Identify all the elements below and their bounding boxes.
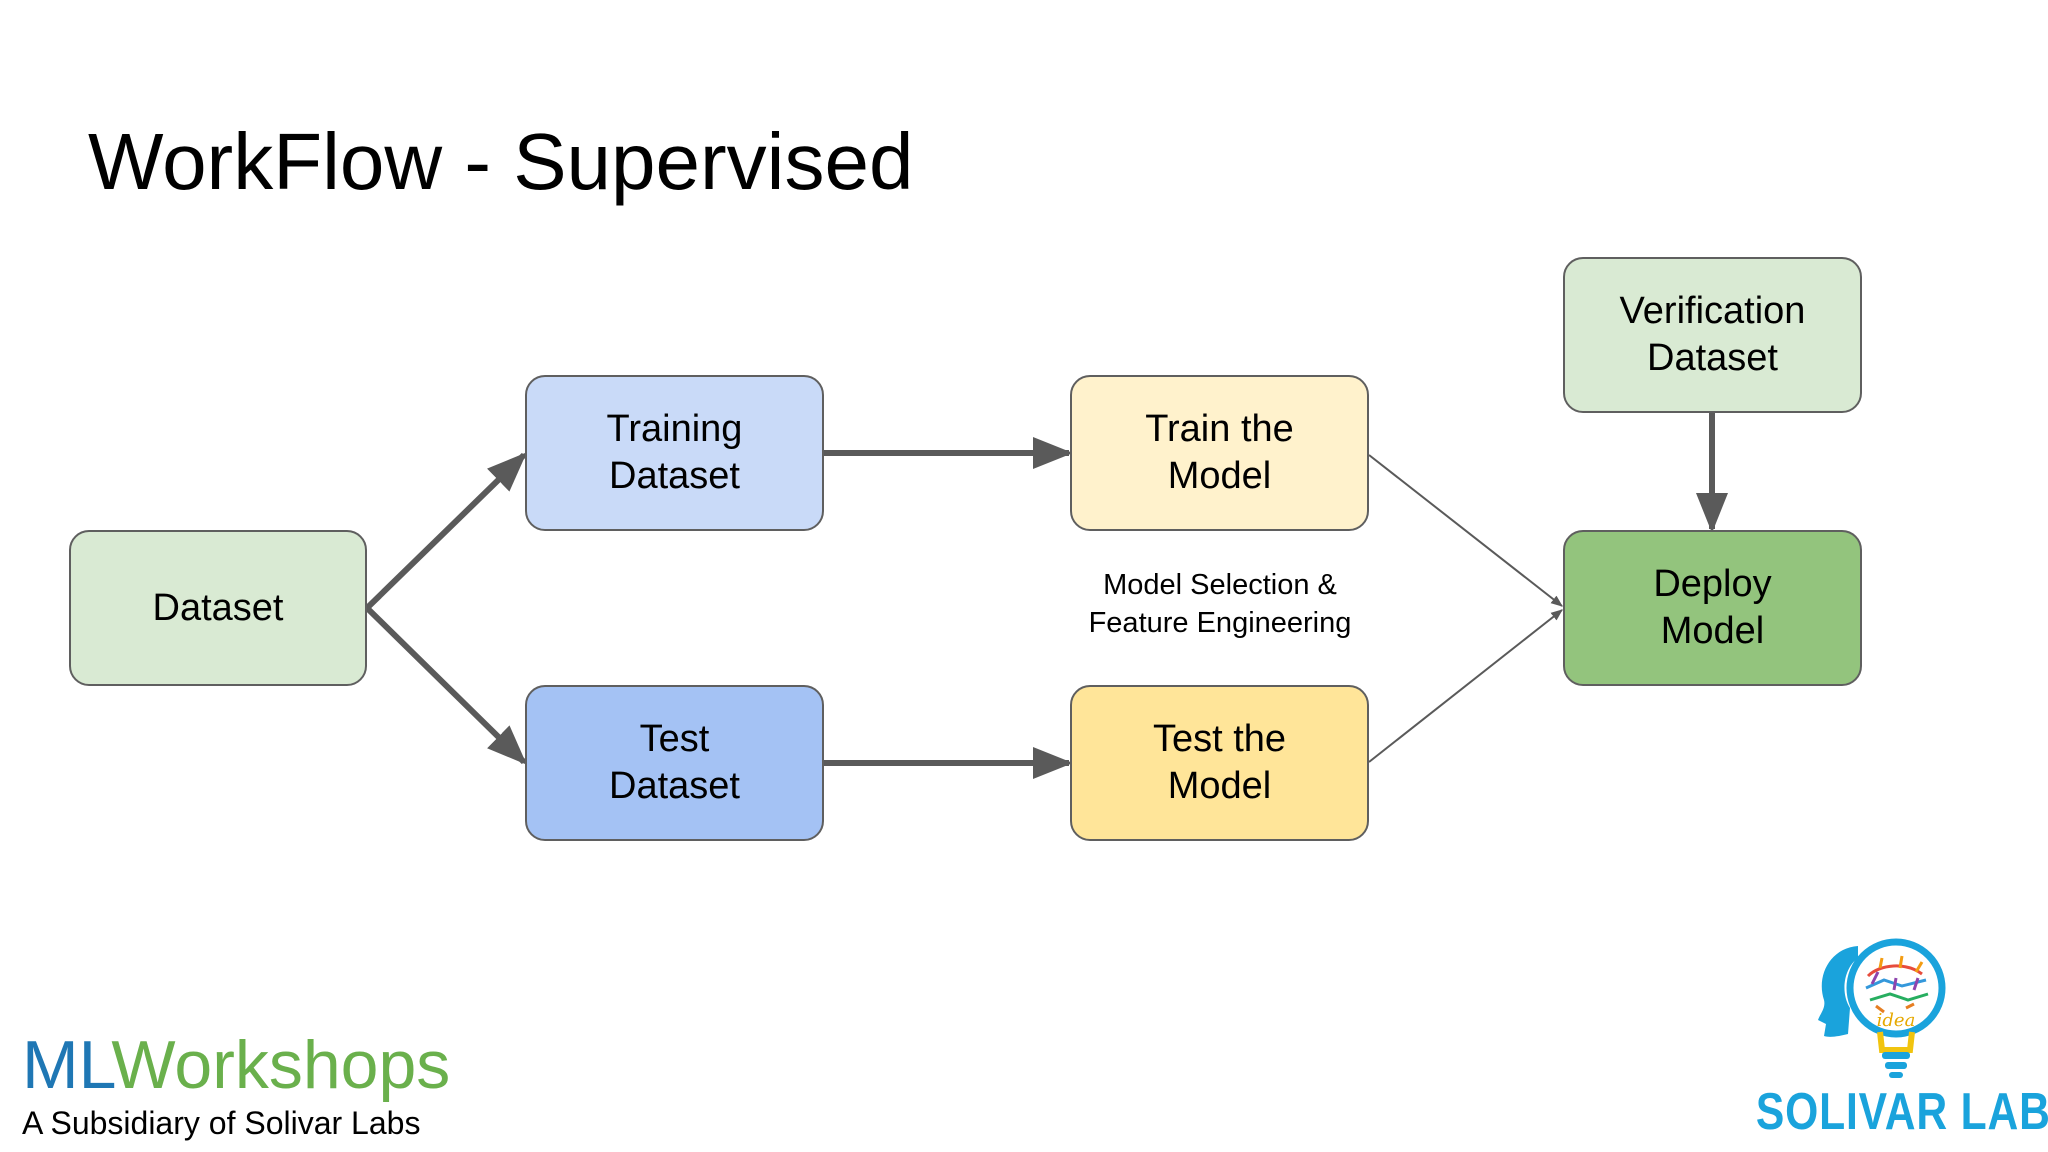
node-train-model: Train the Model <box>1070 375 1369 531</box>
node-test-model-line-1: Test the <box>1152 718 1287 760</box>
node-deploy-model-line-2: Model <box>1660 610 1765 652</box>
node-test-model: Test the Model <box>1070 685 1369 841</box>
page-title: WorkFlow - Supervised <box>88 117 914 206</box>
node-test-dataset-line-1: Test <box>639 718 710 760</box>
mlworkshops-logo: MLWorkshops <box>22 1026 450 1104</box>
mlworkshops-logo-ml: ML <box>22 1027 112 1103</box>
node-verification-dataset-line-1: Verification <box>1619 290 1806 332</box>
node-deploy-model-line-1: Deploy <box>1653 563 1772 605</box>
node-training-dataset-line-1: Training <box>606 408 743 450</box>
edge-dataset-to-training <box>364 452 527 611</box>
logo-handwriting: idea <box>1877 1010 1916 1031</box>
node-training-dataset: Training Dataset <box>525 375 824 531</box>
head-lightbulb-idea-icon: idea <box>1818 938 1946 1078</box>
node-training-dataset-line-2: Dataset <box>609 455 740 497</box>
node-dataset-label: Dataset <box>152 586 284 629</box>
node-dataset: Dataset <box>69 530 367 686</box>
edge-test-model-to-deploy <box>1368 609 1563 763</box>
subsidiary-caption: A Subsidiary of Solivar Labs <box>22 1105 421 1141</box>
node-test-dataset-line-2: Dataset <box>609 765 740 807</box>
node-train-model-line-1: Train the <box>1145 408 1294 450</box>
node-verification-dataset-line-2: Dataset <box>1647 337 1778 379</box>
mlworkshops-logo-workshops: Workshops <box>111 1027 451 1103</box>
edge-dataset-to-test <box>364 605 527 765</box>
node-test-dataset: Test Dataset <box>525 685 824 841</box>
annotation-model-selection: Model Selection & Feature Engineering <box>1050 566 1390 642</box>
node-test-model-line-2: Model <box>1167 765 1272 807</box>
solivar-labs-logo-text: SOLIVAR LABS <box>1755 1083 2048 1141</box>
node-deploy-model: Deploy Model <box>1563 530 1862 686</box>
node-train-model-line-2: Model <box>1167 455 1272 497</box>
annotation-line-1: Model Selection & <box>1103 569 1337 601</box>
annotation-line-2: Feature Engineering <box>1088 607 1352 639</box>
edge-train-model-to-deploy <box>1368 454 1563 607</box>
node-verification-dataset: Verification Dataset <box>1563 257 1862 413</box>
